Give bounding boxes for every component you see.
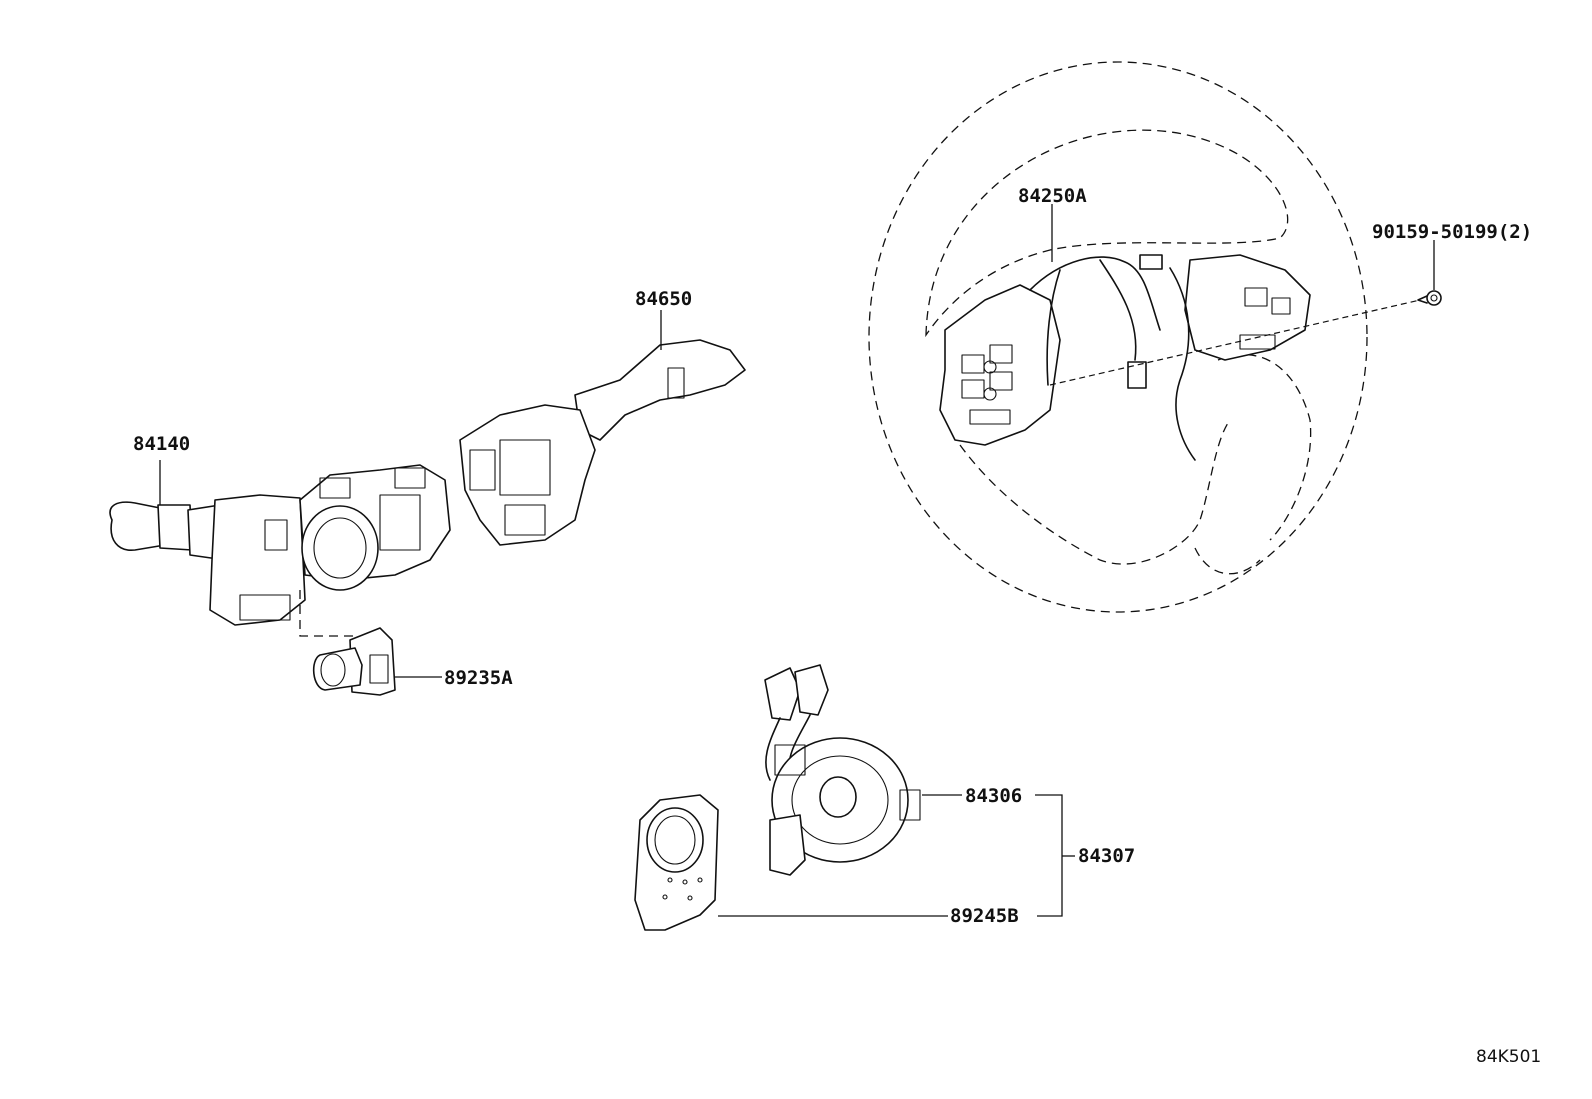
left-switch-pad [939,284,1061,446]
callout-84250A: 84250A [1018,185,1087,207]
screw-90159 [1417,240,1442,306]
wiper-switch-body [459,404,596,546]
steering-sensor-89245B [634,794,948,931]
lever-knob [109,501,166,551]
wiper-switch-assembly [459,310,746,546]
callout-90159-50199: 90159-50199(2) [1372,221,1532,243]
wiper-lever [574,339,746,441]
switch-harness [1029,256,1161,331]
callout-84650: 84650 [635,288,692,310]
callout-84307: 84307 [1078,845,1135,867]
callout-89235A: 89235A [444,667,513,689]
combination-switch-body [209,494,306,626]
wheel-hub-outline [959,419,1231,565]
steering-wheel-assembly [868,61,1421,613]
wheel-rim-outline [868,61,1368,613]
spiral-cable-84306 [764,664,962,876]
bracket-84307 [1035,794,1075,917]
callout-84140: 84140 [133,433,190,455]
right-switch-pad [1184,254,1311,361]
callout-89245B: 89245B [950,905,1019,927]
figure-code: 84K501 [1476,1047,1541,1067]
turn-signal-switch-assembly [109,460,451,637]
callout-84306: 84306 [965,785,1022,807]
sensor-89235A [312,627,442,696]
